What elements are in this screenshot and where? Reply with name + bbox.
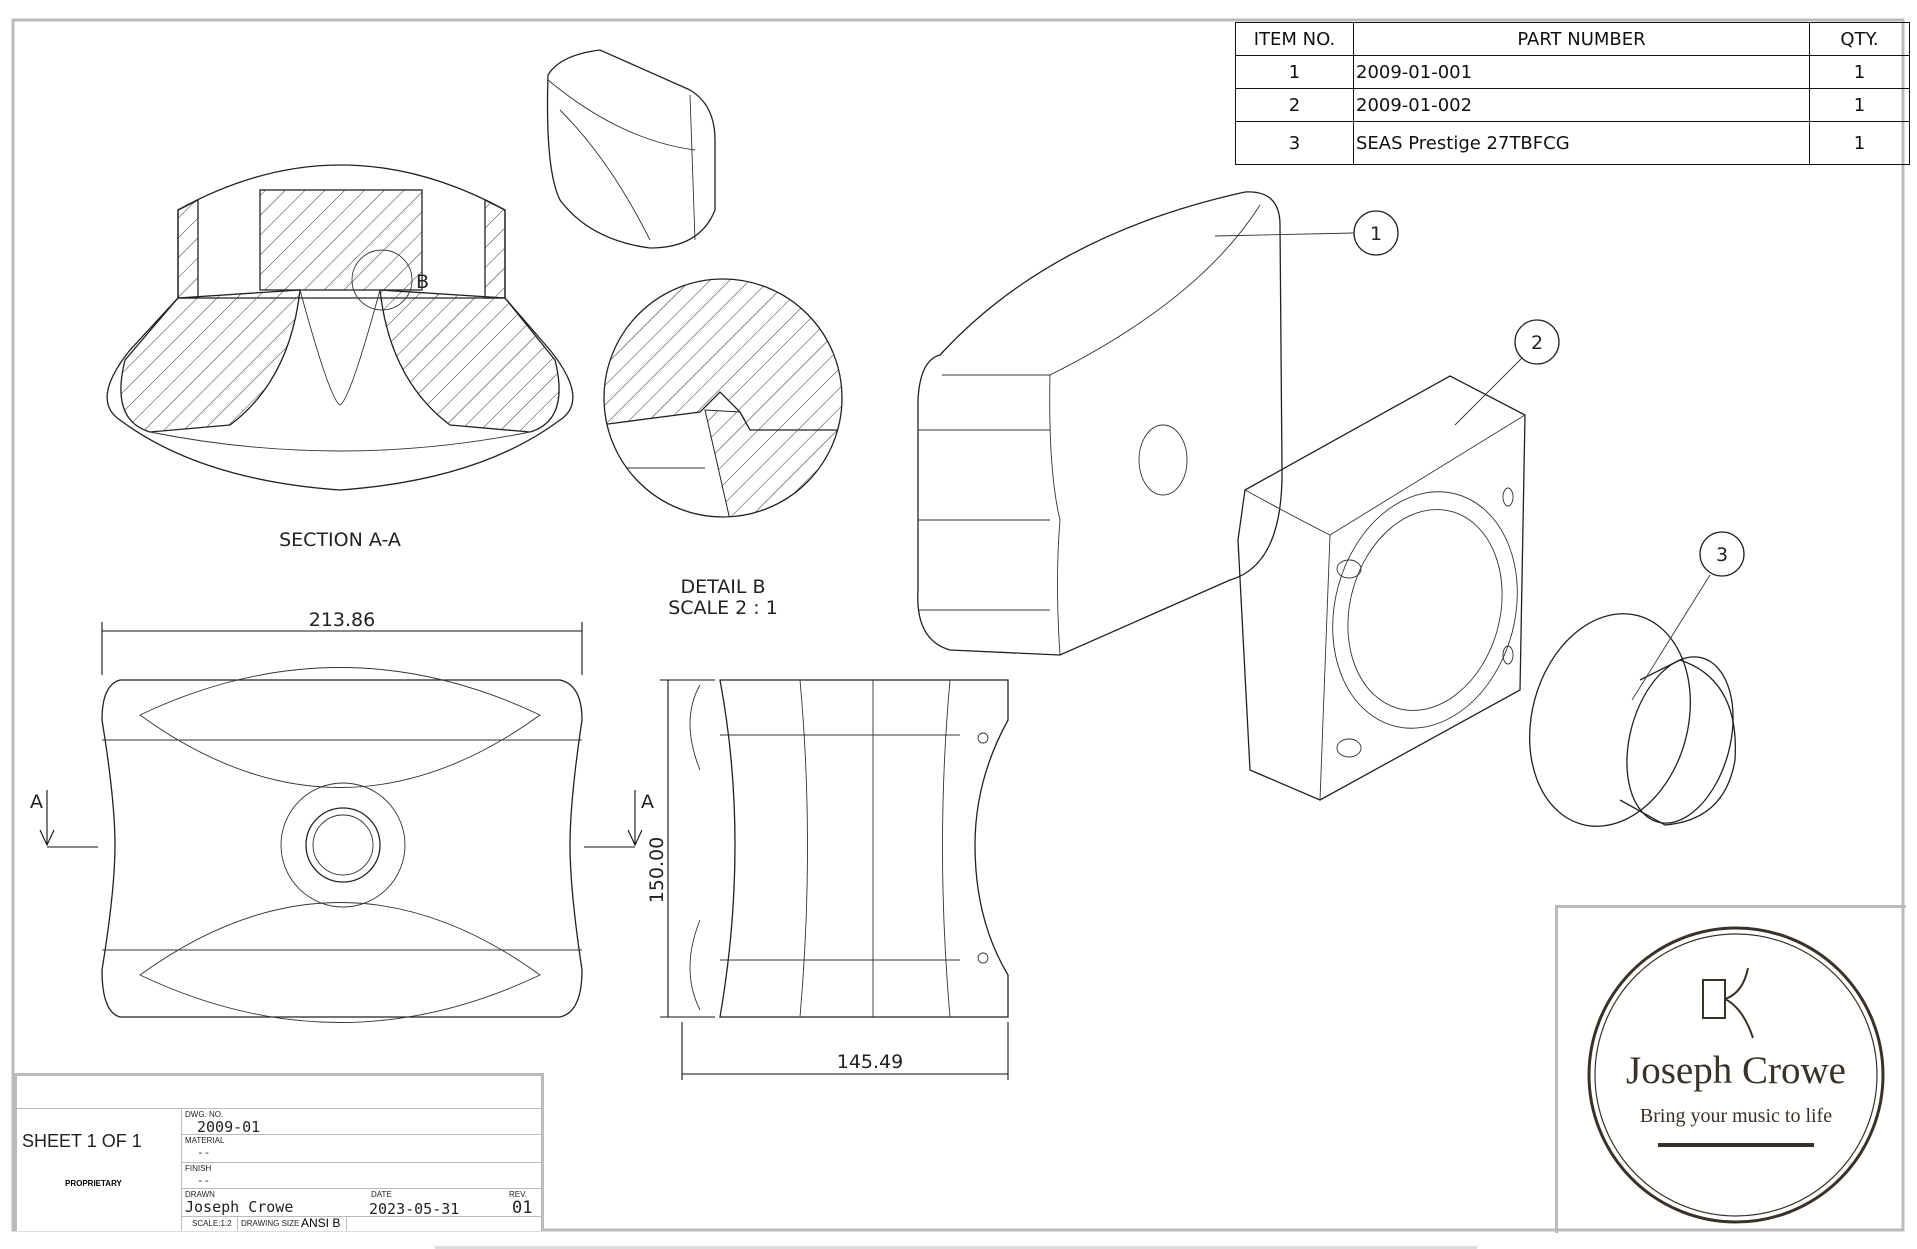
material-label: MATERIAL [185, 1136, 225, 1145]
table-row: 3 SEAS Prestige 27TBFCG 1 [1235, 121, 1910, 165]
proprietary-label: PROPRIETARY [65, 1179, 122, 1188]
detail-b-label: DETAIL B [680, 576, 765, 598]
rev-label: REV. [509, 1190, 527, 1199]
part-2-isometric: 2 [1237, 319, 1560, 801]
balloon-1 [1353, 210, 1399, 256]
date-value: 2023-05-31 [369, 1200, 460, 1218]
finish-value: -- [197, 1174, 211, 1187]
section-a-a-view: B SECTION A-A [106, 164, 574, 551]
part-3-isometric: 3 [1528, 531, 1745, 827]
scale-value: SCALE:1:2 [192, 1219, 232, 1228]
section-marker-right: A [641, 791, 654, 813]
company-logo-block: Joseph Crowe Bring your music to life [1555, 905, 1906, 1233]
bom-header-item: ITEM NO. [1235, 22, 1354, 56]
material-value: -- [197, 1146, 211, 1159]
drawn-by: Joseph Crowe [185, 1198, 294, 1216]
section-marker-left: A [30, 791, 43, 813]
svg-text:2: 2 [1531, 332, 1543, 354]
rev-value: 01 [512, 1198, 533, 1218]
detail-b-view: DETAIL B SCALE 2 : 1 [603, 278, 843, 619]
bom-header-qty: QTY. [1809, 22, 1910, 56]
balloon-3 [1699, 531, 1745, 577]
logo-emblem [1587, 926, 1885, 1224]
detail-b-scale: SCALE 2 : 1 [668, 597, 778, 619]
isometric-preview [546, 49, 716, 249]
bill-of-materials-table: ITEM NO. PART NUMBER QTY. 1 2009-01-001 … [1235, 22, 1910, 165]
side-view: 150.00 145.49 [646, 679, 1009, 1080]
sheet-border [11, 18, 1905, 1232]
logo-name: Joseph Crowe [1626, 1049, 1846, 1092]
svg-text:3: 3 [1716, 544, 1728, 566]
dimension-width: 213.86 [309, 609, 375, 631]
speaker-icon [1702, 979, 1726, 1019]
title-block: SHEET 1 OF 1 PROPRIETARY DWG. NO. 2009-0… [14, 1073, 544, 1231]
drawn-label: DRAWN [185, 1190, 215, 1199]
dwg-no: 2009-01 [197, 1118, 261, 1136]
finish-label: FINISH [185, 1164, 212, 1173]
dimension-height: 150.00 [646, 837, 668, 903]
svg-text:1: 1 [1370, 223, 1382, 245]
table-row: 1 2009-01-001 1 [1235, 55, 1910, 89]
drawing-size-value: ANSI B [301, 1216, 341, 1230]
table-row: 2 2009-01-002 1 [1235, 88, 1910, 122]
drawing-size-label: DRAWING SIZE [241, 1219, 300, 1228]
dwg-no-label: DWG. NO. [185, 1110, 224, 1119]
detail-b-marker: B [416, 271, 429, 293]
date-label: DATE [371, 1190, 392, 1199]
bom-header-part: PART NUMBER [1353, 22, 1810, 56]
dimension-depth: 145.49 [837, 1051, 903, 1073]
horizontal-scrollbar[interactable] [435, 1246, 1477, 1249]
section-a-a-label: SECTION A-A [279, 529, 401, 551]
balloon-2 [1514, 319, 1560, 365]
logo-tagline: Bring your music to life [1639, 1105, 1833, 1127]
part-1-isometric: 1 [917, 191, 1399, 656]
front-view: 213.86 A A [30, 609, 654, 1023]
sheet-number: SHEET 1 OF 1 [22, 1131, 142, 1151]
